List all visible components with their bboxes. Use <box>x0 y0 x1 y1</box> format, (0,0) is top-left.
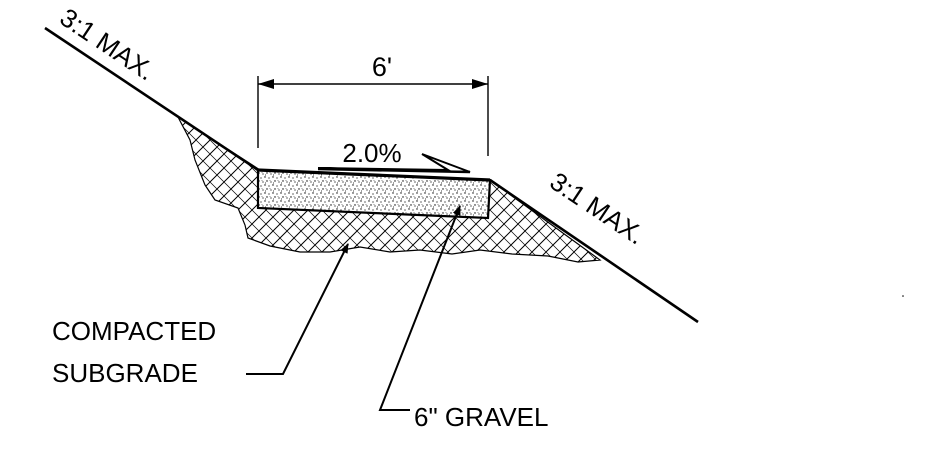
gravel-leader <box>378 205 461 411</box>
dimension-arrow-right-icon <box>472 79 488 89</box>
compacted-label-line2: SUBGRADE <box>52 358 198 388</box>
trail-surface-line <box>257 168 491 182</box>
dimension-arrow-left-icon <box>258 79 274 89</box>
left-slope-line <box>44 26 259 172</box>
cross-slope-label: 2.0% <box>342 138 401 168</box>
compacted-subgrade-leader <box>246 243 349 375</box>
right-slope-line <box>489 178 699 324</box>
width-label: 6' <box>372 52 392 82</box>
cross-slope-arrow-shaft <box>317 167 471 174</box>
compacted-label-line1: COMPACTED <box>52 316 216 346</box>
stray-dot <box>902 295 904 297</box>
gravel-label: 6" GRAVEL <box>414 402 548 432</box>
